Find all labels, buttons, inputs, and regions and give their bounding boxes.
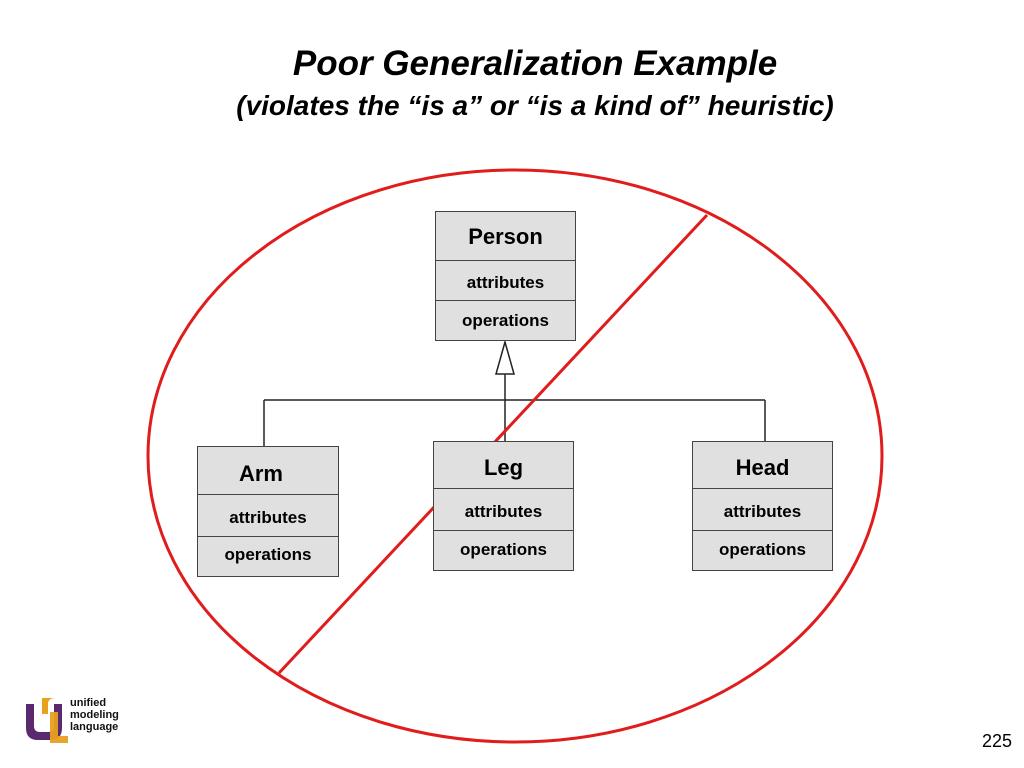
class-leg-operations: operations [460, 540, 547, 559]
class-person-attributes: attributes [466, 273, 545, 292]
class-arm-divider [198, 536, 338, 537]
uml-logo-text: unified modeling language [70, 697, 119, 733]
slide-subtitle: (violates the “is a” or “is a kind of” h… [236, 90, 834, 121]
class-arm: Arm attributes operations [197, 446, 339, 577]
class-head-operations: operations [719, 540, 806, 559]
class-leg: Leg attributes operations [433, 441, 574, 571]
class-arm-attributes: attributes [229, 508, 307, 527]
page-number: 225 [981, 731, 1012, 751]
class-leg-name: Leg [483, 455, 524, 480]
class-leg-attributes: attributes [464, 502, 543, 521]
class-head-divider [693, 530, 832, 531]
class-person-name: Person [468, 224, 543, 249]
uml-logo-icon [26, 698, 68, 743]
class-head-divider [693, 488, 832, 489]
class-arm-divider [198, 494, 338, 495]
class-person-divider [436, 260, 575, 261]
logo-text-line: language [70, 721, 119, 733]
class-person-operations: operations [462, 311, 549, 330]
logo-text-line: unified [70, 697, 107, 709]
class-arm-name: Arm [238, 461, 283, 486]
prohibition-circle [146, 168, 884, 744]
slide-title-block: Poor Generalization Example (violates th… [0, 40, 1024, 124]
class-head: Head attributes operations [692, 441, 833, 571]
class-person: Person attributes operations [435, 211, 576, 341]
class-head-name: Head [735, 455, 790, 480]
generalization-arrowhead [495, 339, 515, 375]
class-leg-divider [434, 488, 573, 489]
slide-title: Poor Generalization Example [292, 44, 778, 83]
class-leg-divider [434, 530, 573, 531]
class-head-attributes: attributes [723, 502, 802, 521]
logo-text-line: modeling [70, 709, 119, 721]
class-arm-operations: operations [224, 545, 312, 564]
class-person-divider [436, 300, 575, 301]
